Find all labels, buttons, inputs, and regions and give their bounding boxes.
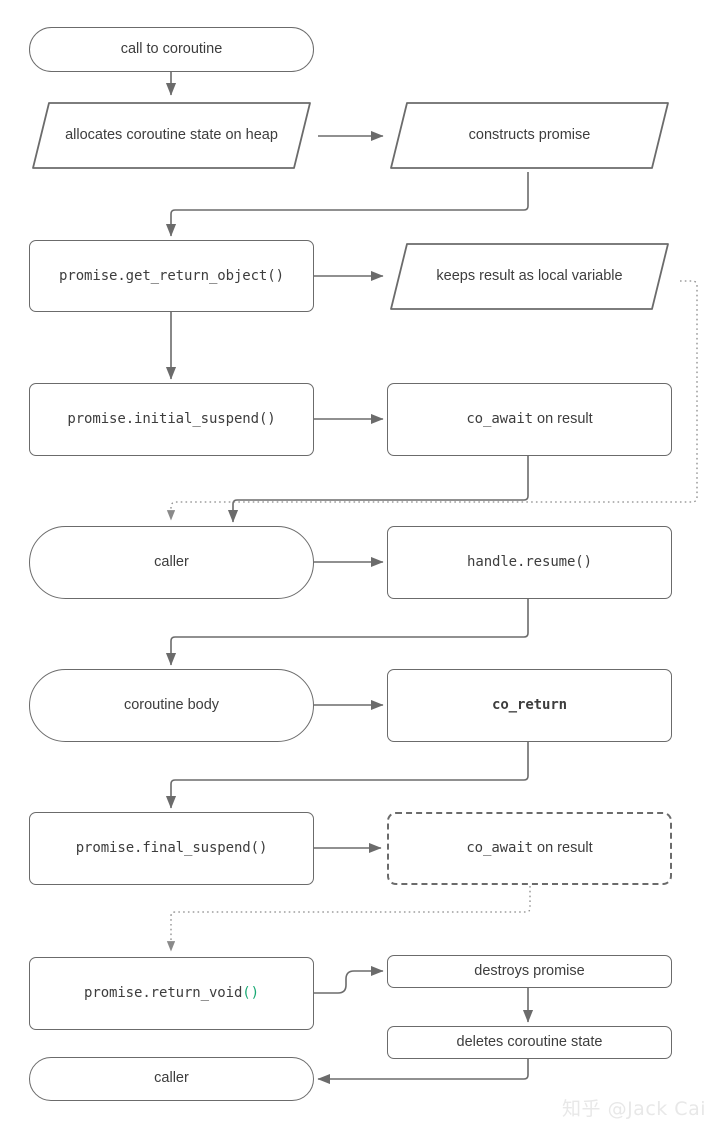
node-promise-get-return-object[interactable]: promise.get_return_object(): [29, 240, 314, 312]
node-label: constructs promise: [468, 126, 591, 143]
node-promise-final-suspend[interactable]: promise.final_suspend(): [29, 812, 314, 885]
node-promise-return-void[interactable]: promise.return_void(): [29, 957, 314, 1030]
node-deletes-coroutine-state[interactable]: deletes coroutine state: [387, 1026, 672, 1059]
node-label: co_return: [492, 697, 567, 714]
watermark: 知乎 @Jack Cai: [562, 1098, 706, 1120]
node-label-keyword: co_await: [466, 411, 533, 428]
node-label: keeps result as local variable: [436, 267, 623, 284]
parallelogram-shape: [32, 102, 311, 169]
node-co-await-on-result-2[interactable]: co_await on result: [387, 812, 672, 885]
node-label: promise.return_void(): [84, 985, 259, 1002]
node-destroys-promise[interactable]: destroys promise: [387, 955, 672, 988]
node-label: deletes coroutine state: [456, 1033, 603, 1050]
node-caller-2[interactable]: caller: [29, 1057, 314, 1101]
node-label: caller: [154, 553, 189, 570]
edge-coawait2-to-returnvoid-dashed: [166, 886, 531, 952]
node-label-keyword: co_await: [466, 840, 533, 857]
edge-returnvoid-to-destroyspromise: [314, 965, 384, 994]
node-label: promise.get_return_object(): [59, 267, 284, 284]
parallelogram-shape: [390, 102, 669, 169]
node-co-await-on-result-1[interactable]: co_await on result: [387, 383, 672, 456]
node-coroutine-body[interactable]: coroutine body: [29, 669, 314, 742]
node-handle-resume[interactable]: handle.resume(): [387, 526, 672, 599]
node-label-suffix: on result: [532, 410, 593, 427]
node-label: destroys promise: [474, 962, 585, 979]
node-co-return[interactable]: co_return: [387, 669, 672, 742]
node-label-suffix: on result: [532, 839, 593, 856]
parallelogram-shape: [390, 243, 669, 310]
node-label: promise.final_suspend(): [75, 840, 268, 857]
node-constructs-promise[interactable]: constructs promise: [387, 99, 672, 172]
edge-deletesstate-to-caller2: [317, 1059, 529, 1085]
node-label: coroutine body: [123, 696, 220, 713]
node-keeps-result-as-local-variable[interactable]: keeps result as local variable: [387, 240, 672, 313]
edge-constructs-to-getreturnobject: [165, 172, 529, 237]
edge-coreturn-to-finalsuspend: [165, 742, 529, 809]
node-promise-initial-suspend[interactable]: promise.initial_suspend(): [29, 383, 314, 456]
edge-handleresume-to-coroutinebody: [165, 599, 529, 666]
node-allocates-coroutine-state[interactable]: allocates coroutine state on heap: [29, 99, 314, 172]
edge-coawait1-to-caller1: [227, 456, 529, 523]
node-label: handle.resume(): [467, 554, 592, 571]
node-label: caller: [154, 1070, 189, 1087]
node-call-to-coroutine[interactable]: call to coroutine: [29, 27, 314, 72]
node-caller-1[interactable]: caller: [29, 526, 314, 599]
node-label: call to coroutine: [120, 40, 223, 57]
node-label-parens: (): [242, 985, 259, 1002]
node-label: allocates coroutine state on heap: [65, 126, 278, 143]
node-label: promise.initial_suspend(): [67, 411, 276, 428]
